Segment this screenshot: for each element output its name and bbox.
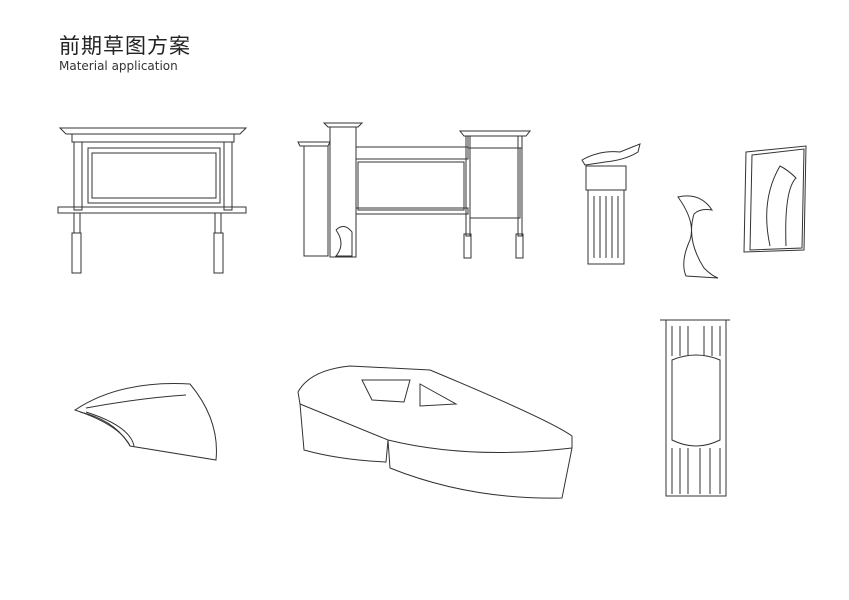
page-subtitle: Material application <box>59 59 178 73</box>
sketch-signboard-frame <box>57 127 248 274</box>
sketch-panel-sign <box>743 145 807 253</box>
sketch-trash-bin <box>581 143 641 265</box>
sketch-totem-pillar <box>660 319 730 497</box>
sketch-entrance-gate <box>297 122 532 259</box>
sketch-planter-bench <box>297 365 573 499</box>
sketch-wave-sculpture <box>677 195 719 279</box>
page-title: 前期草图方案 <box>59 34 191 58</box>
sketch-curved-seat <box>73 383 217 461</box>
